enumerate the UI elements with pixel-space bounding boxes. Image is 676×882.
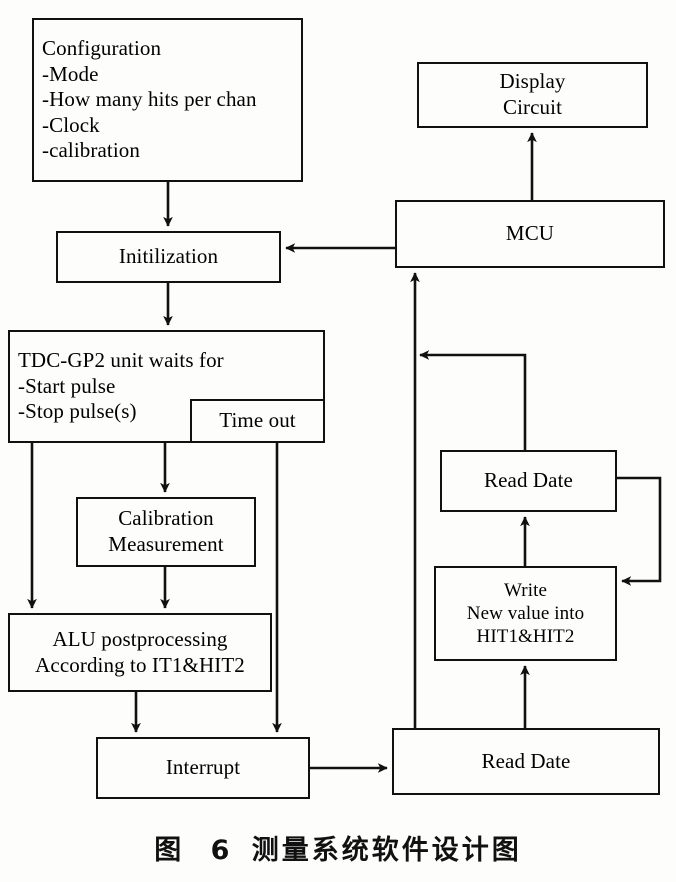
node-tdc-wait[interactable]: TDC-GP2 unit waits for -Start pulse -Sto… (8, 330, 325, 443)
node-write-hit[interactable]: Write New value into HIT1&HIT2 (434, 566, 617, 661)
node-alu-postprocessing[interactable]: ALU postprocessing According to IT1&HIT2 (8, 613, 272, 692)
node-interrupt[interactable]: Interrupt (96, 737, 310, 799)
configuration-line-4: -Clock (42, 112, 100, 137)
node-time-out[interactable]: Time out (190, 399, 325, 443)
calibration-line-2: Measurement (108, 532, 224, 556)
tdc-wait-line-1: TDC-GP2 unit waits for (18, 348, 224, 373)
interrupt-label: Interrupt (165, 755, 241, 780)
alu-line-2: According to IT1&HIT2 (35, 652, 245, 677)
node-calibration-measurement[interactable]: Calibration Measurement (76, 497, 256, 567)
configuration-line-3: -How many hits per chan (42, 87, 257, 112)
read-date-lower-label: Read Date (481, 748, 571, 773)
edge-read-date-upper-feedback-to-write (617, 476, 662, 586)
display-circuit-line-1: Display (499, 69, 566, 94)
edge-read-date-upper-to-spine (419, 350, 527, 450)
calibration-line-1: Calibration (118, 506, 214, 531)
configuration-line-1: Configuration (42, 35, 162, 60)
node-read-date-lower[interactable]: Read Date (392, 728, 660, 795)
configuration-line-2: -Mode (42, 61, 99, 86)
configuration-line-5: -calibration (42, 138, 140, 163)
figure-caption: 图 6 测量系统软件设计图 (0, 828, 676, 867)
node-read-date-upper[interactable]: Read Date (440, 450, 617, 512)
node-display-circuit[interactable]: Display Circuit (417, 62, 648, 128)
node-mcu[interactable]: MCU (395, 200, 665, 268)
alu-line-1: ALU postprocessing (52, 626, 228, 651)
node-initilization[interactable]: Initilization (56, 231, 281, 283)
tdc-wait-line-3: -Stop pulse(s) (18, 399, 137, 424)
initilization-label: Initilization (118, 244, 219, 269)
read-date-upper-label: Read Date (484, 468, 573, 493)
mcu-label: MCU (505, 221, 555, 246)
time-out-label: Time out (219, 408, 296, 433)
write-hit-line-3: HIT1&HIT2 (476, 626, 575, 648)
write-hit-line-1: Write (504, 579, 547, 601)
write-hit-line-2: New value into (466, 602, 585, 624)
figure-caption-label: 图 6 (154, 835, 240, 866)
tdc-wait-line-2: -Start pulse (18, 373, 116, 398)
display-circuit-line-2: Circuit (502, 95, 563, 119)
figure-caption-text: 测量系统软件设计图 (251, 835, 522, 866)
node-configuration[interactable]: Configuration -Mode -How many hits per c… (32, 18, 303, 182)
